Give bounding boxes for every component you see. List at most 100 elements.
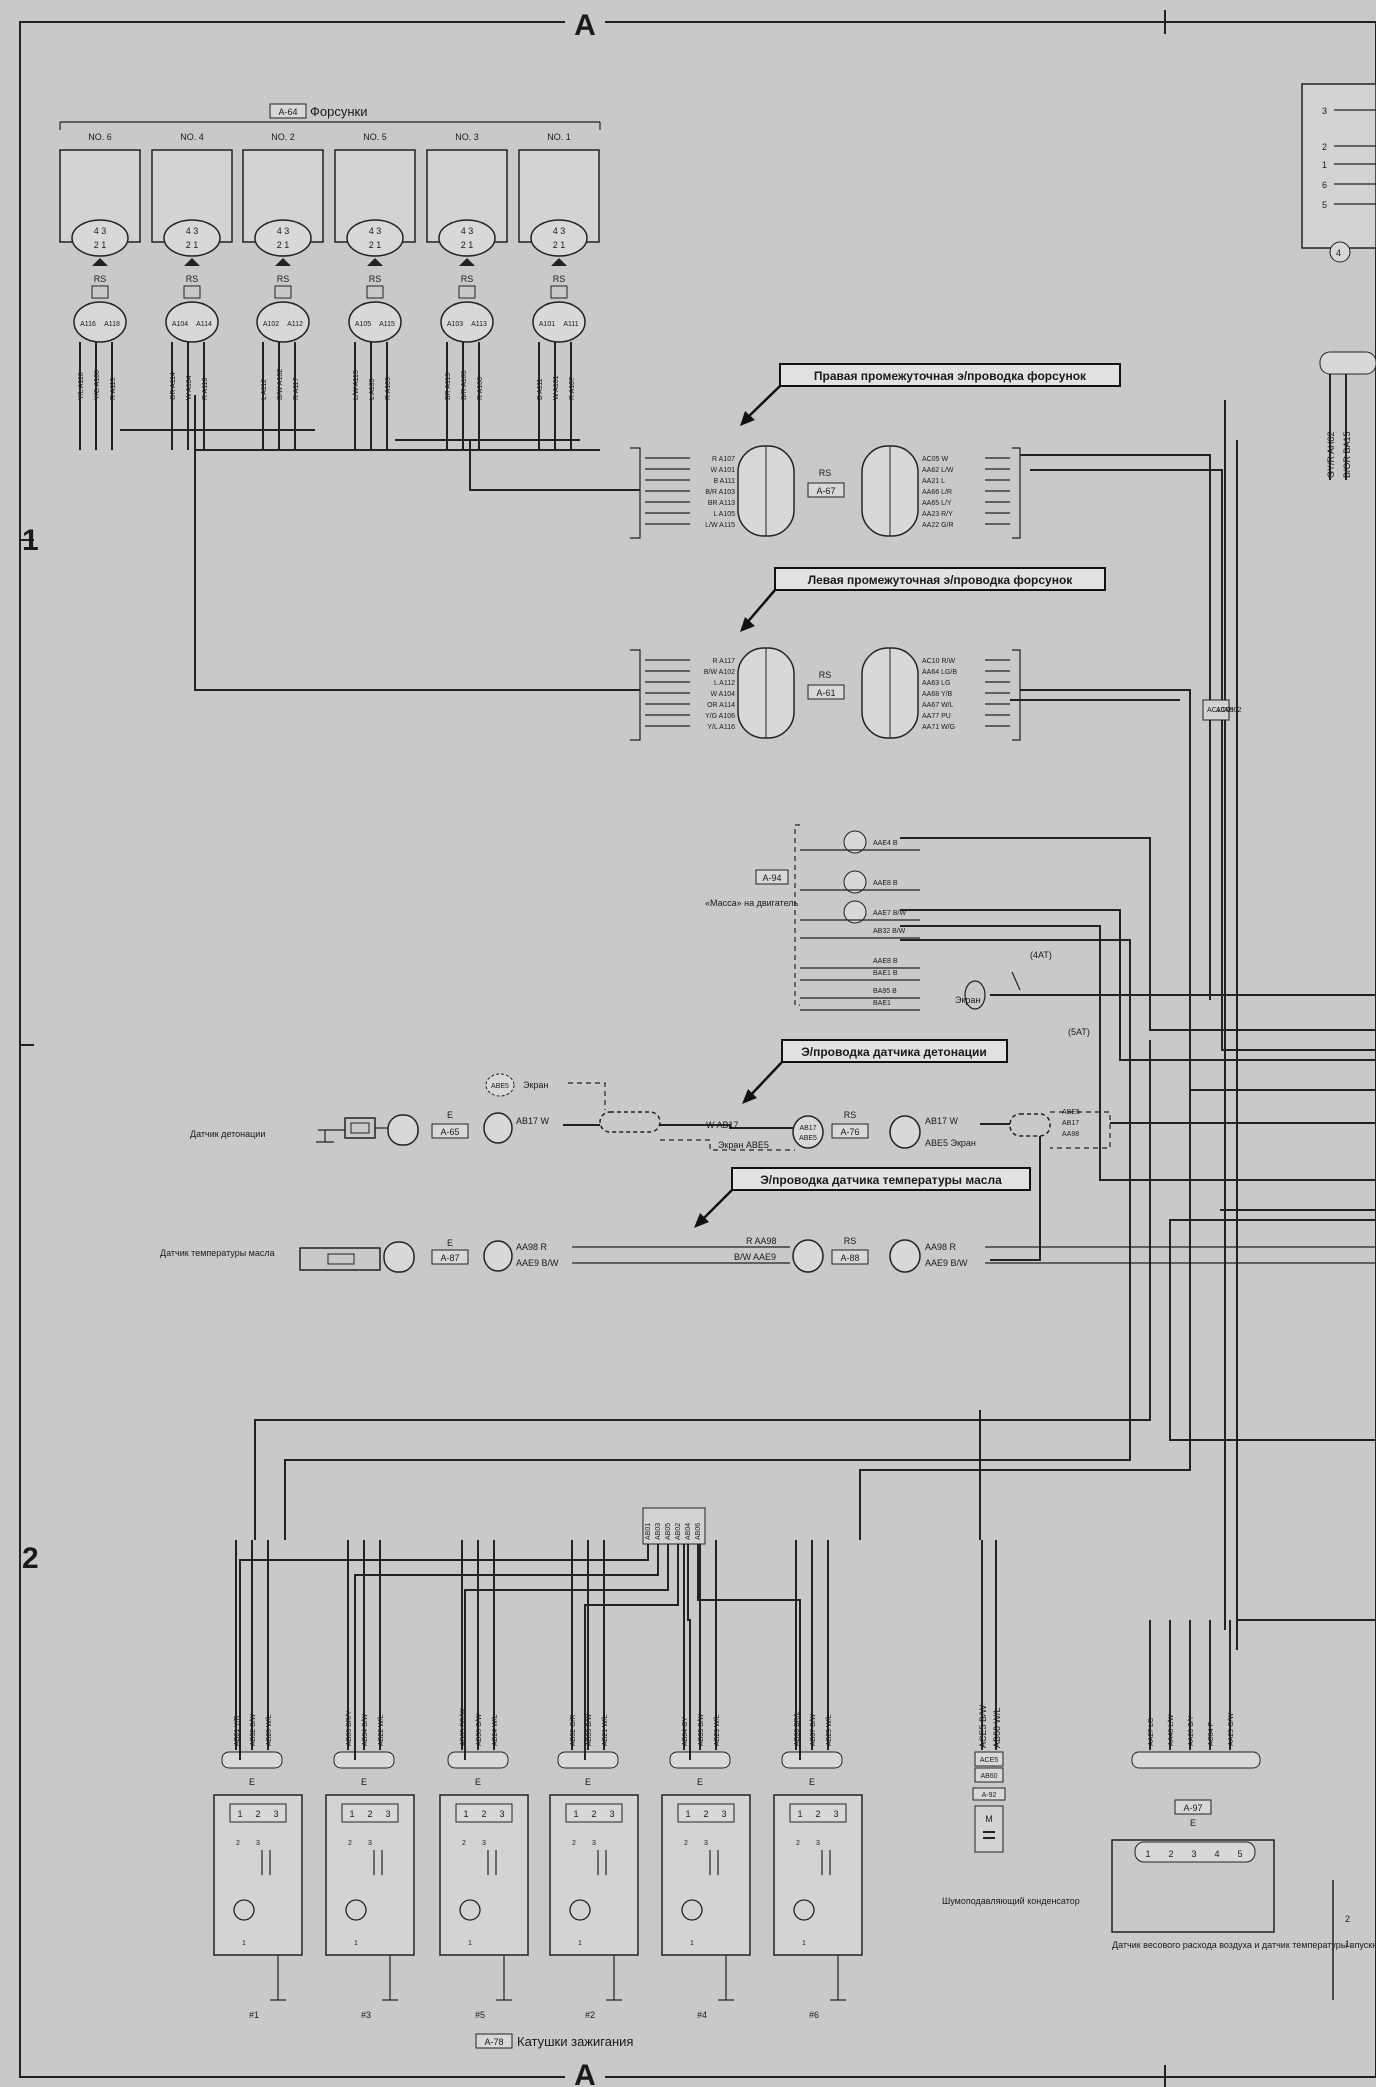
coil-pin: 2 (367, 1809, 372, 1819)
svg-text:Э/проводка датчика температуры: Э/проводка датчика температуры масла (760, 1173, 1002, 1187)
joint-left-wire: L A112 (714, 680, 735, 687)
svg-text:Э/проводка датчика детонации: Э/проводка датчика детонации (801, 1045, 987, 1059)
svg-text:Левая промежуточная э/проводка: Левая промежуточная э/проводка форсунок (808, 573, 1074, 587)
coil-e: E (475, 1777, 481, 1787)
injector-conn-a: A102 (263, 321, 279, 328)
injector-pins-bottom: 2 1 (94, 240, 107, 250)
joint-left-wire: Y/L A116 (707, 724, 735, 731)
coil-bundle-label: AB04 (685, 1523, 692, 1540)
injector-conn-b: A118 (104, 321, 120, 328)
right-edge-pin: 1 (1322, 160, 1327, 170)
oil-out-r: AA98 R (925, 1242, 957, 1252)
maf-pin: 5 (1237, 1849, 1242, 1859)
knock-out-w: AB17 W (925, 1116, 959, 1126)
svg-text:1: 1 (468, 1940, 472, 1947)
coil-e: E (809, 1777, 815, 1787)
coil-number: #3 (361, 2010, 371, 2020)
coil-pin: 3 (721, 1809, 726, 1819)
injector-conn-a: A105 (355, 321, 371, 328)
coil-wire-label: AB05 BR/W (460, 1708, 467, 1746)
injector-wire-label: R A118 (202, 377, 209, 400)
svg-text:2: 2 (462, 1840, 466, 1847)
callout-right-harness: Правая промежуточная э/проводка форсунок (740, 363, 1121, 426)
right-edge-pin: 5 (1322, 200, 1327, 210)
coil-wire-label: AB04 GY (682, 1716, 689, 1746)
injector-wire-label: L A112 (261, 379, 268, 400)
coil-wire-label: AB32 B/W (250, 1713, 257, 1746)
knock-mid-w: W AB17 (706, 1120, 739, 1130)
injector-conn-a: A104 (172, 321, 188, 328)
svg-text:2: 2 (684, 1840, 688, 1847)
coil-wire-label: AB25 W/L (826, 1714, 833, 1746)
svg-text:2: 2 (1345, 1914, 1350, 1924)
injector-wire-label: R A109 (385, 377, 392, 400)
svg-text:ABE5: ABE5 (799, 1135, 817, 1142)
maf-pin: 2 (1168, 1849, 1173, 1859)
svg-text:2: 2 (796, 1840, 800, 1847)
injector-conn-a: A116 (80, 321, 96, 328)
condenser-label: Шумоподавляющий конденсатор (942, 1896, 1080, 1906)
injector-number: NO. 3 (455, 132, 479, 142)
joint-left-wire: R A117 (713, 658, 736, 665)
svg-text:1: 1 (690, 1940, 694, 1947)
joint-left-wire: B/W A102 (704, 669, 735, 676)
coil-pin: 2 (815, 1809, 820, 1819)
coil-pin: 1 (349, 1809, 354, 1819)
injector-group: A-64 Форсунки (59, 103, 601, 130)
ground-item: AB32 B/W (873, 928, 906, 935)
oil-connector: A-87 (440, 1253, 459, 1263)
injector-wire-label: R A107 (569, 377, 576, 400)
injector-number: NO. 1 (547, 132, 571, 142)
knock-sensor-label: Датчик детонации (190, 1129, 265, 1139)
coil-wire-label: AB33 B/W (586, 1713, 593, 1746)
coil-pin: 1 (797, 1809, 802, 1819)
injector-conn-a: A103 (447, 321, 463, 328)
coil-connector: A-78 (484, 2037, 503, 2047)
maf-pin: 1 (1145, 1849, 1150, 1859)
svg-text:3: 3 (368, 1840, 372, 1847)
oil-pin-bw: AAE9 B/W (516, 1258, 559, 1268)
callout-oil-harness: Э/проводка датчика температуры масла (694, 1167, 1031, 1228)
coil-pin: 1 (685, 1809, 690, 1819)
injector-pins-top: 4 3 (461, 226, 474, 236)
injector-wire-label: R A117 (293, 377, 300, 400)
coil-pin: 3 (499, 1809, 504, 1819)
svg-text:1: 1 (354, 1940, 358, 1947)
noise-condenser: ACE5 B/W AB60 W/L ACE5 AB60 A-92 M Шумоп… (942, 1540, 1080, 1906)
joint-connector-id: A-61 (816, 688, 835, 698)
joint-left-wire: B A111 (713, 478, 735, 485)
injector-pins-top: 4 3 (94, 226, 107, 236)
knock-sensor-circuit: Датчик детонации E A-65 AB17 W ABE5 Экра… (190, 1073, 1376, 1261)
injector-pins-top: 4 3 (277, 226, 290, 236)
joint-left-wire: L A105 (713, 511, 735, 518)
svg-text:AA98: AA98 (1062, 1131, 1079, 1138)
joint-right-wire: AA23 R/Y (922, 511, 953, 518)
injector-number: NO. 6 (88, 132, 112, 142)
injector-wire-label: L A105 (369, 378, 376, 400)
coil-wire-label: AB06 BR/L (794, 1711, 801, 1746)
oil-sensor-label: Датчик температуры масла (160, 1248, 275, 1258)
coil-wire-label: AB24 W/L (492, 1714, 499, 1746)
coil-pin: 2 (703, 1809, 708, 1819)
injector-wire-label: B/W A102 (277, 369, 284, 400)
coil-pin: 3 (609, 1809, 614, 1819)
row-label-2: 2 (22, 1542, 39, 1575)
coil-wire-label: AB34 B/W (362, 1713, 369, 1746)
coil-wire-label: AB21 W/L (602, 1714, 609, 1746)
injector-wire-label: W A104 (186, 375, 193, 400)
opt-5at: (5AT) (1068, 1027, 1090, 1037)
injector-wire-label: W A101 (553, 375, 560, 400)
maf-e: E (1190, 1818, 1196, 1828)
ground-item: BA95 B (873, 988, 897, 995)
